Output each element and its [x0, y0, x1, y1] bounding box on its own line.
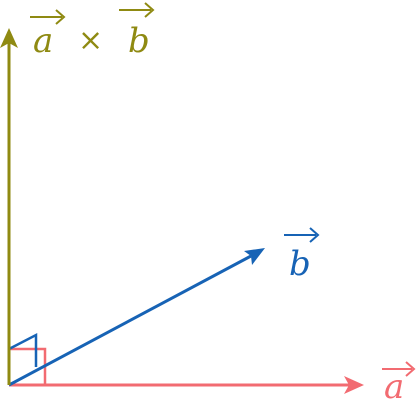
vector-b: [8, 248, 265, 387]
vector-b-arrowhead: [244, 248, 265, 265]
vector-cross: [0, 28, 18, 385]
vector-b-shaft: [8, 254, 252, 387]
vector-a-arrowhead: [344, 376, 364, 394]
right-angle-marker-a: [9, 347, 47, 385]
b-label-arrow: [284, 227, 320, 243]
cross-label: a × b: [30, 2, 155, 61]
cross-label-left: a: [33, 21, 53, 61]
right-angle-marker-b: [8, 332, 38, 367]
cross-label-arrow-b: [119, 2, 155, 18]
b-label-text: b: [289, 244, 311, 284]
vector-a: [9, 376, 364, 394]
cross-label-right: b: [128, 21, 150, 61]
cross-label-operator: ×: [78, 23, 103, 58]
a-label-text: a: [384, 367, 404, 403]
a-label-arrow: [382, 361, 416, 377]
a-label: a: [382, 361, 416, 403]
vector-cross-arrowhead: [0, 28, 18, 48]
b-label: b: [284, 227, 320, 284]
cross-label-arrow-a: [30, 9, 66, 25]
